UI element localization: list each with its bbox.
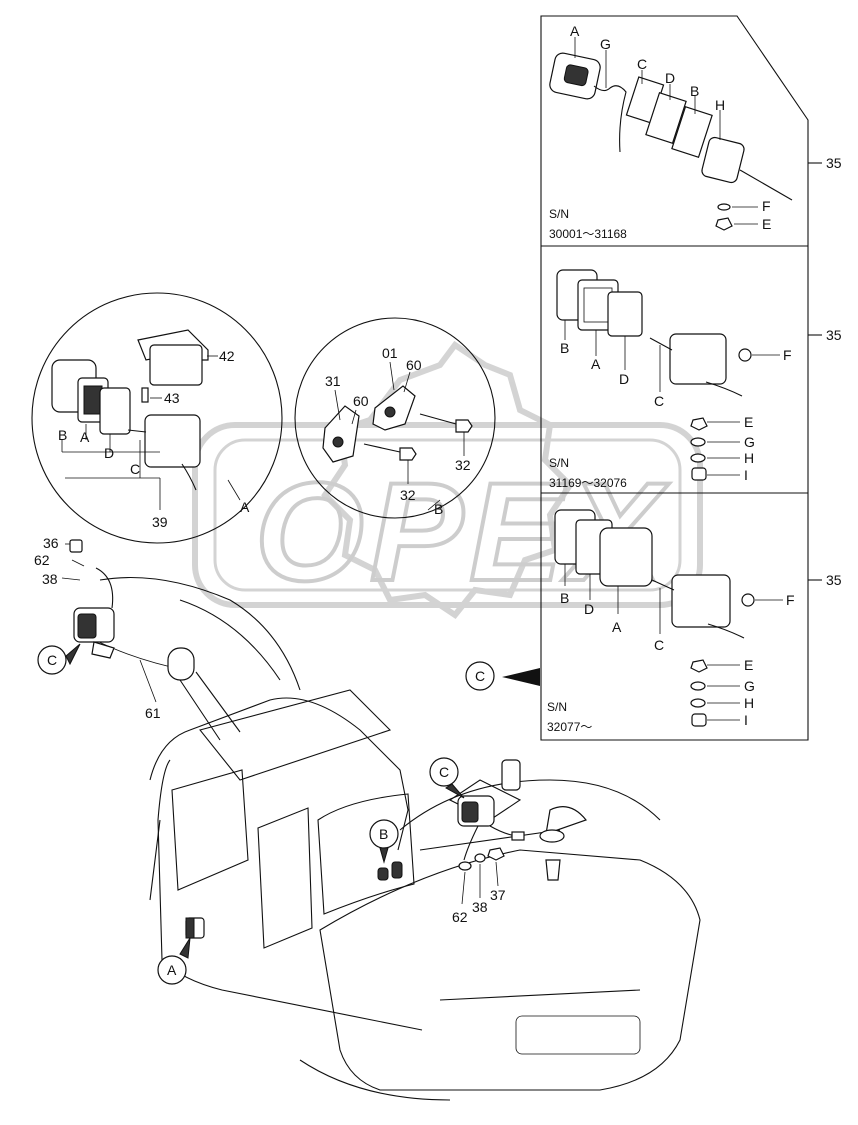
v2-label-a: A: [591, 356, 601, 372]
v3-label-d: D: [584, 601, 594, 617]
detail-a-label-43: 43: [164, 390, 180, 406]
detail-b-label-32-right: 32: [455, 457, 471, 473]
cab-marker-c: C: [439, 764, 449, 780]
v3-sn-range: 32077～: [547, 720, 592, 734]
cab-marker-b: B: [379, 826, 388, 842]
detail-circle-b: 31 01 60 60 32 32 B: [294, 317, 496, 519]
v1-label-d: D: [665, 70, 675, 86]
v1-sn-range: 30001～31168: [549, 227, 627, 241]
v2-label-d: D: [619, 371, 629, 387]
v2-label-h: H: [744, 450, 754, 466]
excavator-body: [149, 689, 701, 1101]
v2-sn-range: 31169～32076: [549, 476, 627, 490]
v3-label-a: A: [612, 619, 622, 635]
detail-circle-a: B A D C 42 43 39 A: [31, 292, 283, 544]
v3-sn-label: S/N: [547, 700, 567, 714]
cab-light-b: B: [369, 819, 403, 881]
cab-marker-a: A: [167, 962, 177, 978]
boom-label-61: 61: [145, 705, 161, 721]
v1-label-c: C: [637, 56, 647, 72]
v2-label-b: B: [560, 340, 569, 356]
boom-label-38: 38: [42, 571, 58, 587]
cab-label-38: 38: [472, 899, 488, 915]
variant-frame: 35 35 35: [540, 15, 842, 741]
v3-label-g: G: [744, 678, 755, 694]
v1-label-g: G: [600, 36, 611, 52]
callout-35-bottom: 35: [826, 572, 842, 588]
detail-b-label-01: 01: [382, 345, 398, 361]
variant-2-exploded-view: B A D C F E G H I S/N 31169～32076: [549, 269, 792, 490]
v3-label-e: E: [744, 657, 753, 673]
v2-label-e: E: [744, 414, 753, 430]
v2-label-i: I: [744, 467, 748, 483]
v1-label-f: F: [762, 198, 771, 214]
detail-a-label-39: 39: [152, 514, 168, 530]
cab-label-37: 37: [490, 887, 506, 903]
boom-label-36: 36: [43, 535, 59, 551]
v3-label-i: I: [744, 712, 748, 728]
v1-sn-label: S/N: [549, 207, 569, 221]
v2-sn-label: S/N: [549, 456, 569, 470]
boom-label-62: 62: [34, 552, 50, 568]
detail-b-label-60-lower: 60: [353, 393, 369, 409]
v3-label-f: F: [786, 592, 795, 608]
v1-label-e: E: [762, 216, 771, 232]
detail-b-label-32-lower: 32: [400, 487, 416, 503]
v2-label-g: G: [744, 434, 755, 450]
v3-label-b: B: [560, 590, 569, 606]
cab-light-c: 62 38 37 C: [429, 757, 525, 925]
detail-a-label-c: C: [130, 461, 140, 477]
detail-a-label-b: B: [58, 427, 67, 443]
pointer-c-letter: C: [475, 668, 485, 684]
v1-label-h: H: [715, 97, 725, 113]
v1-label-b: B: [690, 83, 699, 99]
detail-b-label-31: 31: [325, 373, 341, 389]
detail-a-label-d: D: [104, 445, 114, 461]
cab-light-a: A: [157, 917, 205, 985]
cab-label-62: 62: [452, 909, 468, 925]
boom-marker-c: C: [47, 652, 57, 668]
v2-label-f: F: [783, 347, 792, 363]
detail-a-label-42: 42: [219, 348, 235, 364]
callout-35-top: 35: [826, 155, 842, 171]
v3-label-h: H: [744, 695, 754, 711]
callout-35-mid: 35: [826, 327, 842, 343]
v2-label-c: C: [654, 393, 664, 409]
v1-label-a: A: [570, 23, 580, 39]
detail-b-label-60-upper: 60: [406, 357, 422, 373]
variant-3-exploded-view: B D A C F E G H I S/N 32077～: [547, 509, 795, 734]
detail-a-label-a: A: [80, 429, 90, 445]
variant-1-exploded-view: A G C D B H F E S/N 30001～31168: [549, 23, 793, 241]
v3-label-c: C: [654, 637, 664, 653]
pointer-c: C: [465, 661, 540, 691]
boom-light-assembly: 36 62 38 61 C: [34, 535, 301, 741]
detail-b-circle-letter: B: [434, 501, 443, 517]
detail-a-circle-letter: A: [240, 499, 250, 515]
